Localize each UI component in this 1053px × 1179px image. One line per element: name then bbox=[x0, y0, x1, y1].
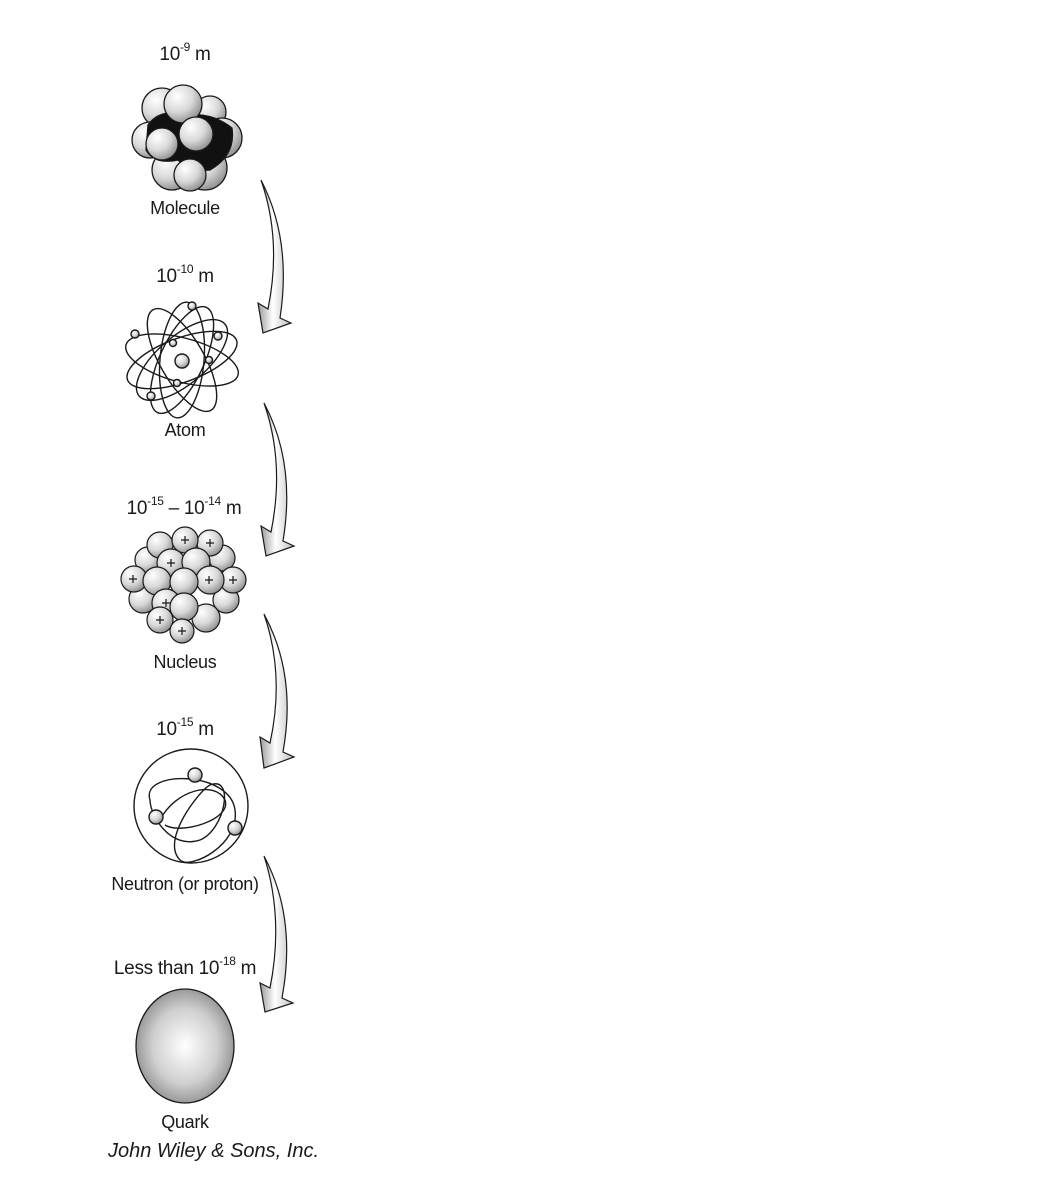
atom-size-label: 10-10 m bbox=[156, 261, 214, 287]
credit-line: John Wiley & Sons, Inc. bbox=[108, 1140, 320, 1162]
arrow-icon-3 bbox=[259, 613, 296, 769]
arrow-icon-2 bbox=[260, 402, 296, 557]
nucleus-name-label: Nucleus bbox=[153, 652, 217, 672]
atom-name-label: Atom bbox=[164, 420, 206, 440]
neutron-name-label: Neutron (or proton) bbox=[111, 874, 259, 894]
atom-icon bbox=[124, 301, 240, 419]
nucleus-icon bbox=[120, 526, 247, 644]
neutron-icon bbox=[133, 748, 249, 864]
quark-name-label: Quark bbox=[161, 1112, 209, 1132]
molecule-size-label: 10-9 m bbox=[159, 39, 211, 65]
nucleus-size-label: 10-15 – 10-14 m bbox=[126, 493, 242, 519]
neutron-size-label: 10-15 m bbox=[156, 714, 214, 740]
molecule-icon bbox=[131, 84, 243, 192]
molecule-name-label: Molecule bbox=[150, 198, 220, 218]
arrow-icon-1 bbox=[257, 179, 293, 334]
quark-size-label: Less than 10-18 m bbox=[113, 953, 257, 979]
quark-icon bbox=[135, 988, 235, 1104]
arrow-icon-4 bbox=[259, 855, 295, 1013]
